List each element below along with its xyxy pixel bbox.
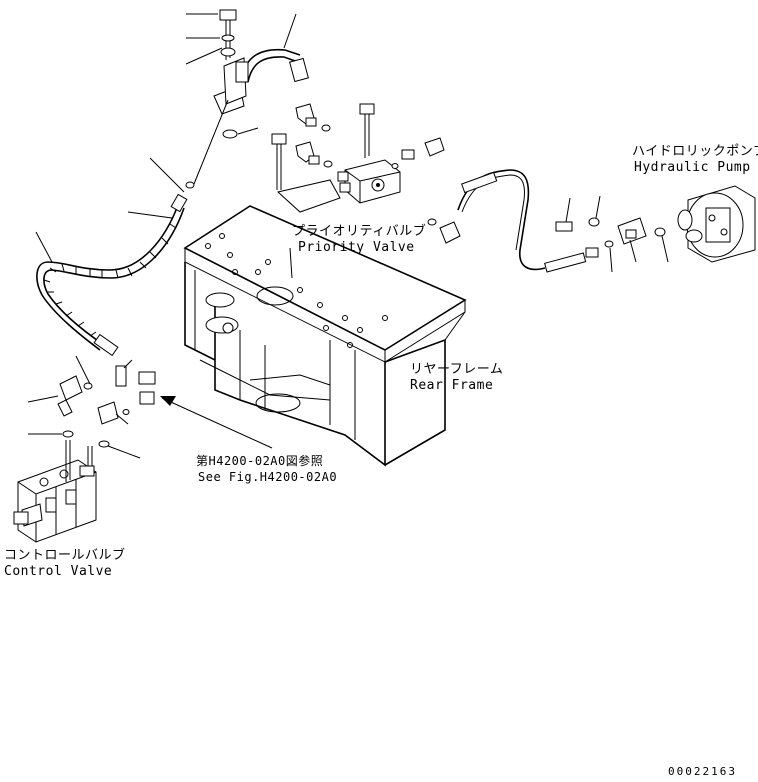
control-fittings <box>57 365 273 449</box>
upper-bracket-tube <box>185 9 309 189</box>
rear-frame <box>183 205 467 467</box>
control-valve-label-en: Control Valve <box>4 564 113 579</box>
hydraulic-pump-label-jp: ハイドロリックポンプ <box>632 144 758 159</box>
hydraulic-pump <box>555 185 756 263</box>
control-valve-label-jp: コントロールバルブ <box>4 548 126 563</box>
priority-valve <box>271 103 461 244</box>
drawing-number: 00022163 <box>668 765 737 778</box>
hydraulic-pump-label-en: Hydraulic Pump <box>634 160 751 175</box>
rear-frame-label-en: Rear Frame <box>410 378 494 393</box>
see-figure-label-jp: 第H4200-02A0図参照 <box>196 454 324 468</box>
rear-frame-label-jp: リヤーフレーム <box>410 362 504 377</box>
spiral-hose <box>36 193 188 357</box>
pump-hose <box>457 169 599 273</box>
see-figure-label-en: See Fig.H4200-02A0 <box>198 470 338 484</box>
leader-lines <box>27 13 669 459</box>
priority-valve-label-en: Priority Valve <box>298 240 415 255</box>
control-valve <box>13 440 97 543</box>
priority-valve-label-jp: プライオリティバルブ <box>292 224 427 239</box>
